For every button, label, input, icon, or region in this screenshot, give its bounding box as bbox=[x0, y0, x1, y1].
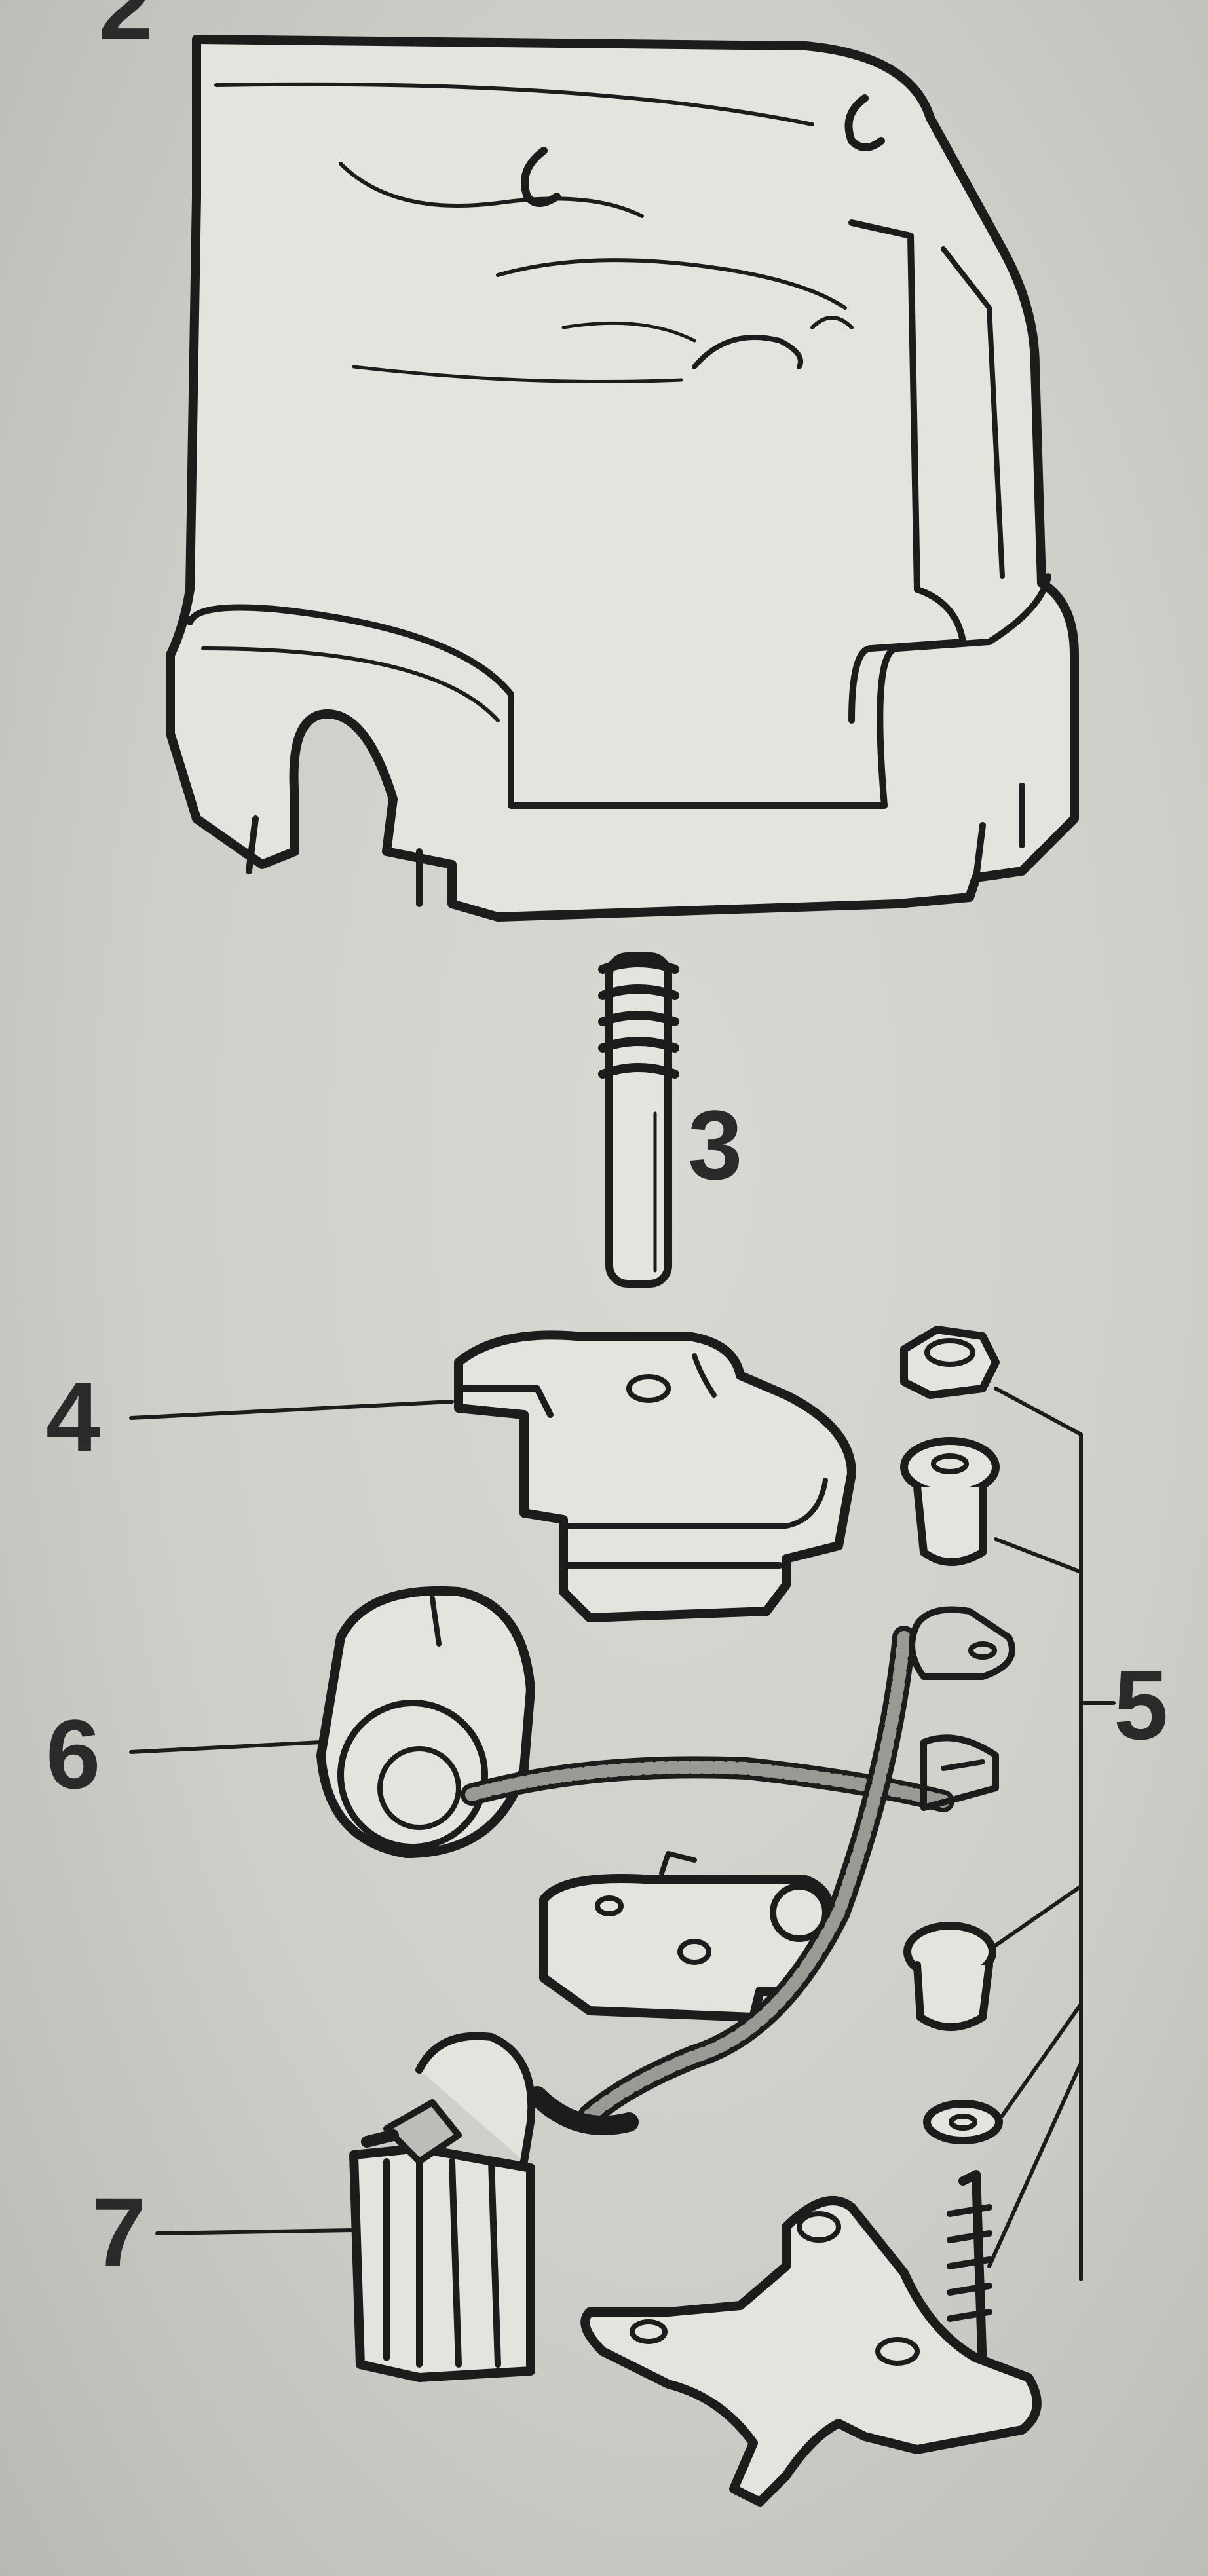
label-part-2: 2 bbox=[98, 0, 153, 60]
washer-with-tag bbox=[909, 1606, 1015, 1680]
label-part-4: 4 bbox=[46, 1362, 100, 1472]
hardware-kit bbox=[580, 1326, 1116, 2507]
leader-line-part-7 bbox=[155, 2228, 356, 2235]
spacer-bush bbox=[903, 1922, 996, 2031]
lt-terminal-block bbox=[349, 2032, 639, 2382]
nut bbox=[900, 1326, 1000, 1399]
distributor-cap bbox=[166, 35, 1079, 922]
carbon-brush-spring bbox=[598, 952, 679, 1288]
label-part-5: 5 bbox=[1114, 1650, 1168, 1760]
contact-breaker bbox=[539, 1626, 916, 2127]
label-part-6: 6 bbox=[46, 1699, 100, 1809]
leader-line-part-6 bbox=[129, 1740, 323, 1754]
terminal-clip bbox=[920, 1734, 999, 1811]
callout-bracket-part-5 bbox=[987, 1387, 1116, 2281]
label-part-7: 7 bbox=[92, 2177, 146, 2287]
base-plate bbox=[580, 2196, 1042, 2507]
flat-washer bbox=[923, 2100, 1003, 2144]
rotor-arm bbox=[454, 1330, 856, 1622]
leader-line-part-4 bbox=[129, 1400, 454, 1420]
insulating-bush bbox=[900, 1437, 1000, 1566]
condenser bbox=[316, 1586, 954, 1858]
label-part-3: 3 bbox=[688, 1090, 742, 1200]
